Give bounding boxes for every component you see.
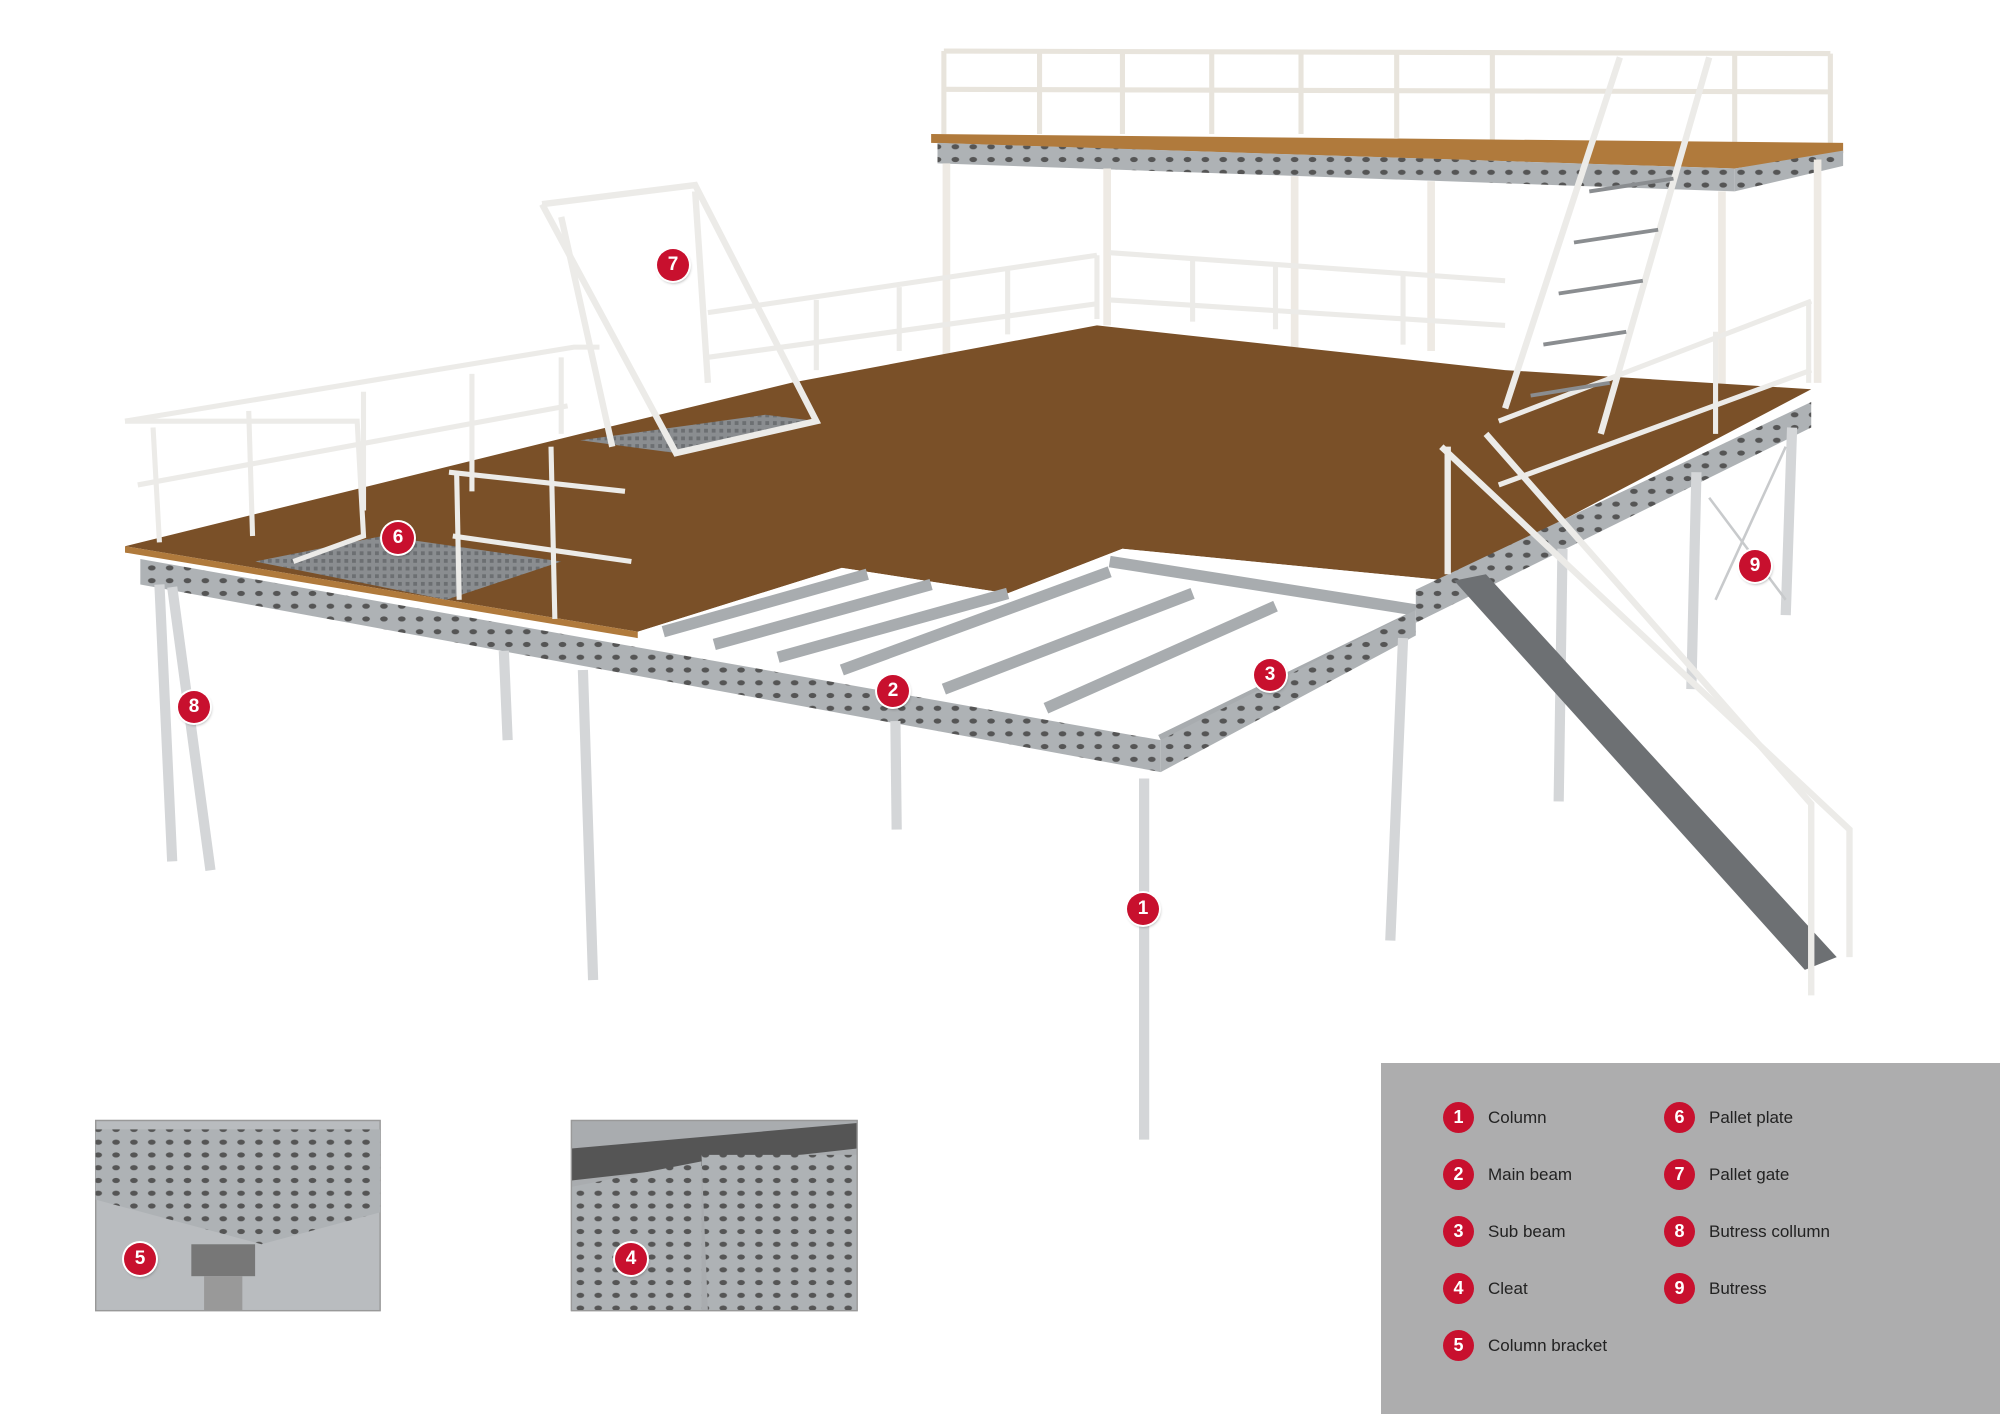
- legend-badge: 2: [1443, 1159, 1474, 1190]
- marker-column: 1: [1127, 893, 1159, 925]
- legend-label: Main beam: [1488, 1164, 1573, 1184]
- legend-badge: 4: [1443, 1273, 1474, 1304]
- legend-item: 1 Column: [1443, 1102, 1547, 1133]
- legend-badge: 1: [1443, 1102, 1474, 1133]
- upper-platform: [941, 48, 1833, 147]
- main-beam: [140, 558, 1161, 773]
- legend-badge: 7: [1664, 1159, 1695, 1190]
- legend-badge: 3: [1443, 1216, 1474, 1247]
- legend-item: 7 Pallet gate: [1664, 1159, 1789, 1190]
- marker-sub-beam: 3: [1254, 659, 1286, 691]
- deck-floor: [125, 325, 1812, 632]
- inset-cleat: [570, 1119, 858, 1312]
- legend-badge: 6: [1664, 1102, 1695, 1133]
- legend-label: Pallet gate: [1709, 1164, 1790, 1184]
- legend-badge: 9: [1664, 1273, 1695, 1304]
- pallet-gate: [539, 181, 822, 457]
- legend-label: Cleat: [1488, 1278, 1528, 1298]
- marker-cleat: 4: [615, 1243, 647, 1275]
- legend-label: Pallet plate: [1709, 1107, 1794, 1127]
- legend-item: 4 Cleat: [1443, 1273, 1528, 1304]
- legend-label: Butress: [1709, 1278, 1767, 1298]
- legend-item: 5 Column bracket: [1443, 1330, 1607, 1361]
- marker-column-bracket: 5: [124, 1243, 156, 1275]
- legend-label: Sub beam: [1488, 1221, 1566, 1241]
- pallet-plate: [255, 535, 562, 600]
- marker-pallet-plate: 6: [382, 522, 414, 554]
- stairs: [1439, 56, 1853, 996]
- legend-item: 6 Pallet plate: [1664, 1102, 1793, 1133]
- legend-item: 2 Main beam: [1443, 1159, 1572, 1190]
- legend-label: Column bracket: [1488, 1335, 1608, 1355]
- legend-label: Butress collumn: [1709, 1221, 1830, 1241]
- marker-butress-column: 8: [178, 691, 210, 723]
- guard-railings: [124, 250, 1813, 620]
- legend-badge: 5: [1443, 1330, 1474, 1361]
- marker-pallet-gate: 7: [657, 249, 689, 281]
- legend-item: 9 Butress: [1664, 1273, 1767, 1304]
- legend-item: 8 Butress collumn: [1664, 1216, 1830, 1247]
- legend-panel: 1 Column 2 Main beam 3 Sub beam 4 Cleat 5 Col…: [1381, 1063, 2000, 1414]
- legend-label: Column: [1488, 1107, 1547, 1127]
- legend-badge: 8: [1664, 1216, 1695, 1247]
- marker-butress: 9: [1739, 550, 1771, 582]
- marker-main-beam: 2: [877, 675, 909, 707]
- legend-item: 3 Sub beam: [1443, 1216, 1566, 1247]
